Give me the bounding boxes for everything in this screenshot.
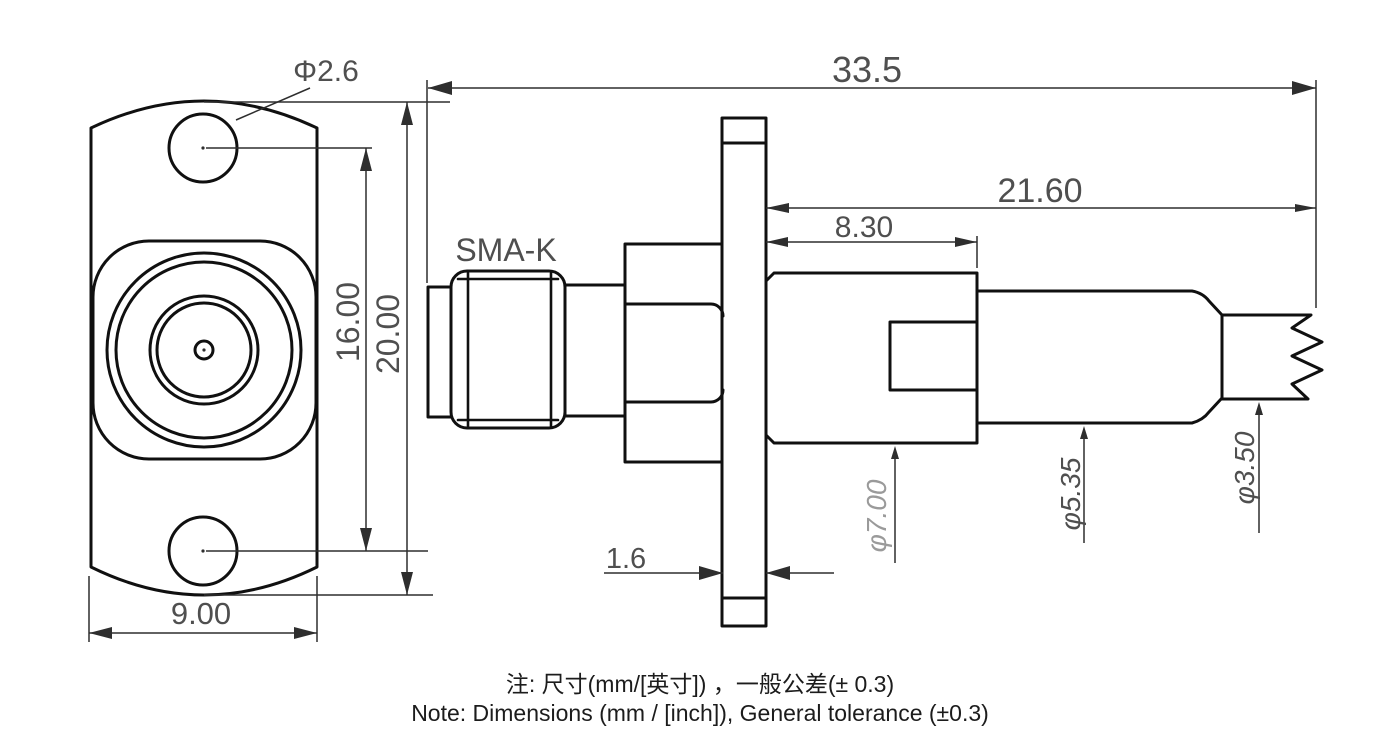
arrowhead xyxy=(1292,81,1316,95)
arrowhead xyxy=(428,81,452,95)
connector-type-label: SMA-K xyxy=(455,232,556,268)
center-pin-dot xyxy=(202,348,206,352)
dim-flange-thickness: 1.6 xyxy=(606,543,646,575)
interface-circle-mid2 xyxy=(155,301,253,399)
dim-tip-diameter: φ3.50 xyxy=(1229,431,1260,504)
arrowhead xyxy=(699,566,723,580)
barrel-phi535 xyxy=(975,289,1224,425)
arrowhead xyxy=(891,446,899,459)
dim-flange-width: 9.00 xyxy=(171,596,231,631)
mount-hole-top-center xyxy=(201,146,205,150)
arrowhead xyxy=(360,148,372,171)
arrowhead xyxy=(766,566,790,580)
dim-overall-length: 33.5 xyxy=(832,49,902,90)
interface-circle-mid xyxy=(148,294,260,406)
flange-side xyxy=(720,116,768,628)
center-pin-hole xyxy=(193,339,215,361)
leader-phi26 xyxy=(235,87,311,121)
arrowhead xyxy=(1080,426,1088,439)
dimensions: 33.5 21.60 8.30 1.6 φ7.00 φ5.35 φ3.50 Φ2 xyxy=(88,49,1317,642)
clamp-block xyxy=(623,242,725,464)
arrowhead xyxy=(294,627,317,639)
body-phi7 xyxy=(764,271,979,445)
tip-phi350 xyxy=(1220,313,1324,401)
dim-hole-spacing: 16.00 xyxy=(330,282,366,362)
dim-body-length: 8.30 xyxy=(835,211,893,244)
dim-barrel-diameter: φ5.35 xyxy=(1055,457,1086,530)
arrowhead xyxy=(766,237,788,247)
block-groove-top xyxy=(623,302,725,318)
block-groove-bottom xyxy=(623,388,725,404)
neck-cylinder xyxy=(563,283,629,418)
arrowhead xyxy=(89,627,112,639)
dim-rear-length: 21.60 xyxy=(997,172,1082,210)
dim-body-diameter: φ7.00 xyxy=(861,479,892,552)
arrowhead xyxy=(401,572,413,595)
arrowhead xyxy=(1255,402,1263,415)
arrowhead xyxy=(766,203,789,213)
dim-flange-height: 20.00 xyxy=(370,294,406,374)
arrowhead xyxy=(360,528,372,551)
mount-hole-bottom-center xyxy=(201,549,205,553)
arrowhead xyxy=(401,102,413,125)
note-line-en: Note: Dimensions (mm / [inch]), General … xyxy=(411,700,989,726)
note-line-zh: 注: 尺寸(mm/[英寸]) ，一般公差(± 0.3) xyxy=(506,671,894,697)
flange-outline xyxy=(89,99,319,597)
front-view xyxy=(89,99,319,597)
notes: 注: 尺寸(mm/[英寸]) ，一般公差(± 0.3) Note: Dimens… xyxy=(411,671,989,726)
nut-front-outline xyxy=(91,239,318,461)
arrowhead xyxy=(1295,204,1316,212)
side-view xyxy=(426,116,1324,628)
interface-circle-outer2 xyxy=(114,260,294,440)
arrowhead xyxy=(955,237,977,247)
coupling-nut xyxy=(449,269,567,430)
interface-circle-outer xyxy=(105,251,303,449)
body-slot xyxy=(888,320,979,392)
dim-hole-diameter: Φ2.6 xyxy=(293,55,359,88)
